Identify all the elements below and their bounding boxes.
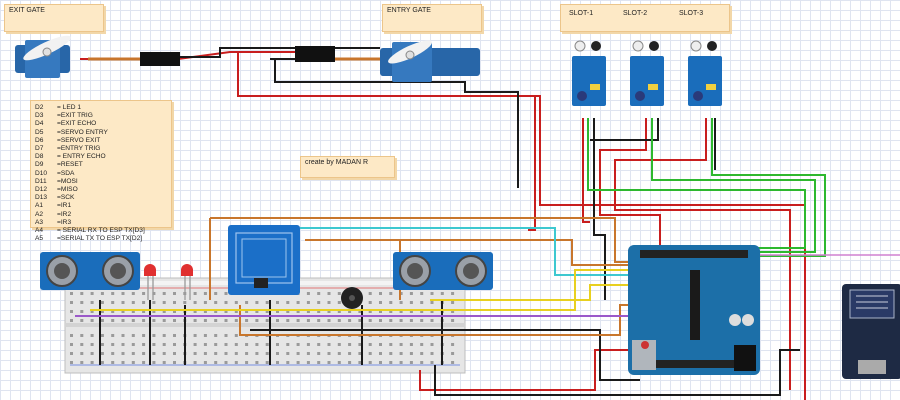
pin-function: =SERIAL TX TO ESP TX[D2] xyxy=(57,235,143,243)
pin-map-row: D13 =SCK xyxy=(35,194,167,202)
note-pin-map: D2 = LED 1 D3 =EXIT TRIG D4 =EXIT ECHO D5 =SERV… xyxy=(30,100,172,242)
rfid-reader xyxy=(228,225,300,295)
pin-name: D7 xyxy=(35,145,44,153)
pin-name: D4 xyxy=(35,120,44,128)
pin-function: =IR1 xyxy=(57,202,72,210)
led-2 xyxy=(181,264,193,300)
note-entry-gate-label: ENTRY GATE xyxy=(387,7,431,14)
yellow-wires xyxy=(90,269,630,311)
pin-map-row: A5 =SERIAL TX TO ESP TX[D2] xyxy=(35,235,167,243)
servo-entry xyxy=(295,40,480,82)
pin-map-row: D11 =MOSI xyxy=(35,178,167,186)
note-exit-gate: EXIT GATE xyxy=(4,4,104,32)
pin-function: =EXIT TRIG xyxy=(57,112,93,120)
orange-wires xyxy=(88,57,630,336)
pin-function: =IR3 xyxy=(57,218,72,226)
pin-name: A4 xyxy=(35,227,44,235)
pin-map-row: D10 =SDA xyxy=(35,170,167,178)
pin-name: D11 xyxy=(35,177,47,185)
pin-function: =SCK xyxy=(57,194,75,202)
cyan-wire xyxy=(300,227,630,276)
pin-name: D10 xyxy=(35,169,48,177)
pin-name: D9 xyxy=(35,161,44,169)
arduino-uno xyxy=(628,245,760,375)
pin-name: A2 xyxy=(35,210,44,218)
pin-map-row: D5 =SERVO ENTRY xyxy=(35,129,167,137)
servo-exit xyxy=(15,35,180,78)
pin-map-row: A3 =IR3 xyxy=(35,219,167,227)
pin-map-row: D4 =EXIT ECHO xyxy=(35,120,167,128)
pin-map-row: D8 = ENTRY ECHO xyxy=(35,153,167,161)
pin-name: D13 xyxy=(35,194,48,202)
ir-sensor-2 xyxy=(630,40,664,106)
note-entry-gate: ENTRY GATE xyxy=(382,4,482,32)
pin-map-row: A1 =IR1 xyxy=(35,202,167,210)
pin-function: = LED 1 xyxy=(57,104,82,111)
ultrasonic-sensor-2 xyxy=(393,252,493,290)
pin-name: A1 xyxy=(35,202,44,210)
pin-name: D12 xyxy=(35,186,48,194)
pin-map-row: D3 =EXIT TRIG xyxy=(35,112,167,120)
note-exit-gate-label: EXIT GATE xyxy=(9,7,45,14)
pin-name: A5 xyxy=(35,235,44,243)
led-1 xyxy=(144,264,156,300)
pin-function: =SERVO EXIT xyxy=(57,136,101,144)
ultrasonic-sensor-1 xyxy=(40,252,140,290)
pin-function: = ENTRY ECHO xyxy=(57,153,106,161)
pin-function: =ENTRY TRIG xyxy=(57,145,101,153)
pin-function: =IR2 xyxy=(57,210,72,218)
pin-map-row: D7 =ENTRY TRIG xyxy=(35,145,167,153)
pin-function: =EXIT ECHO xyxy=(57,120,97,128)
ir-sensor-3 xyxy=(688,40,722,106)
note-credit: create by MADAN R xyxy=(300,156,395,178)
ir-sensor-1 xyxy=(572,40,606,106)
slot-label-2: SLOT-2 xyxy=(623,10,648,17)
pin-function: =MOSI xyxy=(57,177,78,185)
pin-map-row: A2 =IR2 xyxy=(35,211,167,219)
buzzer xyxy=(341,287,363,309)
note-credit-label: create by MADAN R xyxy=(305,159,369,166)
slot-label-3: SLOT-3 xyxy=(679,10,704,17)
pin-function: =SERVO ENTRY xyxy=(57,128,108,136)
pin-name: D2 xyxy=(35,104,44,111)
pin-function: = SERIAL RX TO ESP TX[D3] xyxy=(57,227,145,235)
slot-label-1: SLOT-1 xyxy=(569,10,594,17)
note-slots: SLOT-1 SLOT-2 SLOT-3 xyxy=(560,4,730,32)
pin-function: =SDA xyxy=(57,169,75,177)
pin-function: =MISO xyxy=(57,186,78,194)
pin-name: D5 xyxy=(35,128,44,136)
green-wires xyxy=(587,118,826,257)
pin-map-row: D9 =RESET xyxy=(35,161,167,169)
pin-map-row: A4 = SERIAL RX TO ESP TX[D3] xyxy=(35,227,167,235)
pin-name: D8 xyxy=(35,153,44,161)
pin-name: D6 xyxy=(35,136,44,144)
pin-function: =RESET xyxy=(57,161,83,169)
nodemcu-esp8266 xyxy=(842,284,900,379)
pin-name: A3 xyxy=(35,218,44,226)
pin-name: D3 xyxy=(35,112,44,120)
pin-map-row: D12 =MISO xyxy=(35,186,167,194)
pin-map-row: D6 =SERVO EXIT xyxy=(35,137,167,145)
pin-map-row: D2 = LED 1 xyxy=(35,104,167,112)
